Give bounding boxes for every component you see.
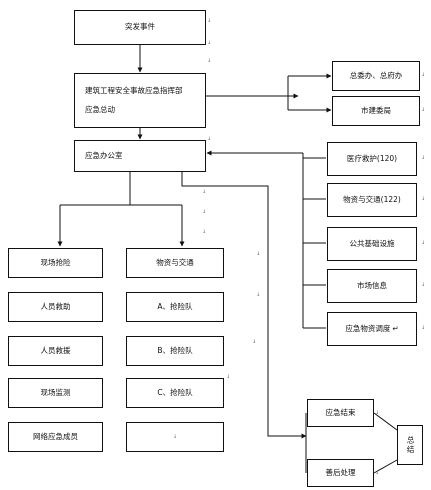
- node-police-label: 物资与交通(122): [343, 194, 401, 204]
- node-team-c: C、抢险队: [126, 378, 224, 408]
- node-material-label: 物资与交通: [156, 257, 194, 267]
- mark-5: ↓: [202, 189, 207, 195]
- line-office-to-end: [181, 172, 307, 439]
- node-hq-line2: 应急总动: [85, 104, 115, 114]
- node-aftermath-label: 善后处理: [325, 467, 356, 477]
- mark-16: ↓: [421, 240, 426, 246]
- node-gov: 总委办、总府办: [332, 61, 420, 91]
- mark-12: ↓: [421, 72, 426, 78]
- mark-7: ↓: [202, 229, 207, 235]
- node-rescue-site: 现场抢险: [8, 248, 103, 278]
- node-office-label: 应急办公室: [85, 150, 123, 160]
- node-team-b-label: B、抢险队: [157, 345, 193, 355]
- node-empty-mark: ↓: [172, 433, 178, 440]
- node-summary-label: 总结: [406, 435, 416, 455]
- mark-14: ↓: [421, 155, 426, 161]
- line-after-right: [373, 459, 398, 474]
- node-public-label: 公共基础设施: [349, 238, 395, 248]
- node-supplies: 应急物资调度 ↵: [327, 312, 417, 346]
- node-gov2-label: 市建委局: [361, 105, 391, 115]
- mark-4: ↓: [207, 136, 212, 142]
- node-incident-label: 突发事件: [125, 22, 155, 32]
- mark-17: ↓: [421, 282, 426, 288]
- node-hq-line1: 建筑工程安全事故应急指挥部: [85, 86, 183, 96]
- mark-1: ↓: [207, 18, 212, 24]
- mark-2: ↓: [207, 40, 212, 46]
- node-police: 物资与交通(122): [327, 183, 417, 217]
- mark-18: ↓: [421, 325, 426, 331]
- node-casualty: 人员救援: [8, 336, 103, 366]
- line-end-right: [373, 412, 398, 431]
- node-public: 公共基础设施: [327, 227, 417, 261]
- node-team-a: A、抢险队: [126, 292, 224, 322]
- node-aftermath: 善后处理: [307, 459, 374, 487]
- node-personnel-label: 人员救助: [40, 301, 71, 311]
- mark-8: ↓: [256, 251, 261, 257]
- node-gov2: 市建委局: [332, 96, 420, 126]
- node-team-c-label: C、抢险队: [157, 387, 193, 397]
- node-summary: 总结: [397, 425, 423, 465]
- mark-20: ↓: [375, 470, 380, 476]
- node-members-label: 网络应急成员: [33, 431, 78, 441]
- mark-9: ↓: [256, 292, 261, 298]
- node-personnel: 人员救助: [8, 292, 103, 322]
- node-monitor-label: 现场监测: [40, 387, 71, 397]
- node-empty: ↓: [126, 422, 224, 452]
- node-supplies-label: 应急物资调度: [345, 323, 391, 333]
- node-news: 市场信息: [327, 269, 417, 303]
- node-rescue-site-label: 现场抢险: [40, 257, 71, 267]
- node-team-b: B、抢险队: [126, 336, 224, 366]
- node-material: 物资与交通: [126, 248, 224, 278]
- node-medical: 医疗救护(120): [327, 142, 417, 176]
- mark-13: ↓: [421, 107, 426, 113]
- node-members: 网络应急成员: [8, 422, 103, 452]
- node-casualty-label: 人员救援: [40, 345, 71, 355]
- node-office: 应急办公室: [74, 140, 206, 172]
- node-gov-label: 总委办、总府办: [349, 70, 403, 80]
- node-team-a-label: A、抢险队: [157, 301, 193, 311]
- node-emergency-end: 应急结束: [307, 399, 374, 427]
- mark-19: ↓: [375, 410, 380, 416]
- node-emergency-end-label: 应急结束: [325, 407, 356, 417]
- node-news-label: 市场信息: [357, 280, 387, 290]
- node-monitor: 现场监测: [8, 378, 103, 408]
- mark-3: ↓: [207, 58, 212, 64]
- cursor-mark: ↵: [392, 323, 399, 333]
- node-incident: 突发事件: [74, 10, 206, 45]
- mark-6: ↓: [202, 209, 207, 215]
- node-medical-label: 医疗救护(120): [346, 153, 398, 163]
- mark-11: ↓: [226, 374, 231, 380]
- mark-10: ↓: [252, 339, 257, 345]
- node-headquarters: 建筑工程安全事故应急指挥部 应急总动: [74, 73, 206, 128]
- mark-15: ↓: [421, 196, 426, 202]
